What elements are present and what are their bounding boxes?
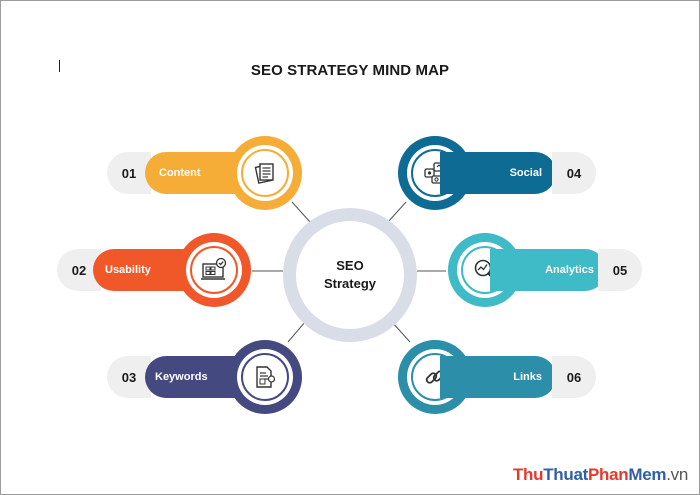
text-cursor xyxy=(59,60,60,72)
branch-label-usability: Usability xyxy=(105,264,151,276)
branch-band-links: Links xyxy=(440,356,556,398)
center-node: SEO Strategy xyxy=(283,208,417,342)
branch-node-content xyxy=(228,136,302,210)
center-line-1: SEO xyxy=(336,258,364,273)
branch-number-06: 06 xyxy=(552,356,596,398)
keyword-document-icon xyxy=(256,366,276,388)
document-icon xyxy=(254,163,274,184)
branch-node-usability xyxy=(177,233,251,307)
watermark-part-1: Thu xyxy=(512,465,544,484)
watermark-part-4: Mem xyxy=(628,465,667,484)
branch-label-social: Social xyxy=(509,167,542,179)
branch-label-keywords: Keywords xyxy=(155,371,208,383)
center-line-2: Strategy xyxy=(323,276,377,291)
center-label: SEO Strategy xyxy=(296,221,404,329)
branch-number-03: 03 xyxy=(107,356,151,398)
branch-band-analytics: Analytics xyxy=(490,249,606,291)
branch-number-05: 05 xyxy=(598,249,642,291)
branch-band-social: Social xyxy=(440,152,556,194)
watermark: ThuThuatPhanMem.vn xyxy=(513,465,688,485)
page-title: SEO STRATEGY MIND MAP xyxy=(250,62,450,79)
branch-number-04: 04 xyxy=(552,152,596,194)
branch-number-01: 01 xyxy=(107,152,151,194)
branch-node-keywords xyxy=(228,340,302,414)
watermark-part-5: .vn xyxy=(666,465,688,484)
monitor-check-icon xyxy=(201,257,227,280)
watermark-part-3: Phan xyxy=(588,465,629,484)
watermark-part-2: Thuat xyxy=(543,465,588,484)
branch-label-content: Content xyxy=(159,167,201,179)
branch-label-analytics: Analytics xyxy=(545,264,594,276)
branch-label-links: Links xyxy=(513,371,542,383)
